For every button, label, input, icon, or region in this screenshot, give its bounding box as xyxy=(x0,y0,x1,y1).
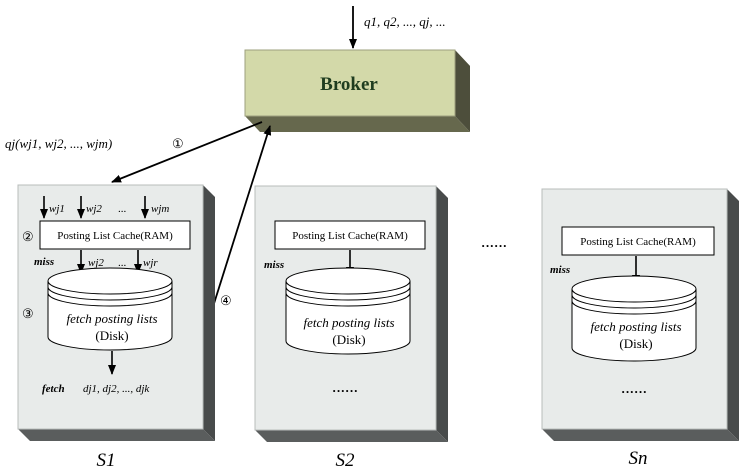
server-s1: wj1 wj2 ... wjm Posting List Cache(RAM) … xyxy=(17,184,215,441)
term-wjm: wjm xyxy=(151,203,169,215)
sn-cache-box xyxy=(561,226,715,256)
server-s2-name: S2 xyxy=(336,450,356,471)
miss-term-wj2: wj2 xyxy=(88,257,104,269)
s1-docs-label: dj1, dj2, ..., djk xyxy=(83,383,150,395)
s2-disk-label-2: (Disk) xyxy=(332,332,365,347)
query-dispatch-label: qj(wj1, wj2, ..., wjm) xyxy=(5,136,112,151)
sn-disk-label-1: fetch posting lists xyxy=(591,319,682,334)
step-1-marker: ① xyxy=(172,136,184,151)
between-servers-ellipsis: ······ xyxy=(481,238,507,253)
step-4-marker: ④ xyxy=(220,293,232,308)
term-wj1: wj1 xyxy=(49,203,65,215)
sn-disk-cylinder xyxy=(571,275,697,362)
term-wj2: wj2 xyxy=(86,203,102,215)
step-2-marker: ② xyxy=(22,229,34,244)
s1-fetch-label: fetch xyxy=(42,383,65,395)
server-s1-name: S1 xyxy=(97,450,116,471)
miss-term-wjr: wjr xyxy=(143,257,158,269)
s1-disk-cylinder xyxy=(47,267,173,351)
sn-ellipsis: ······ xyxy=(621,384,647,399)
broker-box: Broker xyxy=(244,49,470,132)
sn-miss-label: miss xyxy=(550,264,570,276)
s2-disk-label-1: fetch posting lists xyxy=(304,315,395,330)
query-stream-label: q1, q2, ..., qj, ... xyxy=(364,14,446,29)
sn-disk-label-2: (Disk) xyxy=(619,336,652,351)
broker-label: Broker xyxy=(320,74,378,95)
s2-ellipsis: ······ xyxy=(332,383,358,398)
s2-miss-label: miss xyxy=(264,259,284,271)
s1-disk-label-1: fetch posting lists xyxy=(67,311,158,326)
s2-disk-cylinder xyxy=(285,267,411,355)
s2-cache-label: Posting List Cache(RAM) xyxy=(292,230,408,242)
s1-cache-label: Posting List Cache(RAM) xyxy=(57,230,173,242)
miss-term-ellipsis: ... xyxy=(118,257,127,269)
sn-cache-label: Posting List Cache(RAM) xyxy=(580,236,696,248)
s1-disk-label-2: (Disk) xyxy=(95,328,128,343)
server-sn-name: Sn xyxy=(629,448,648,469)
term-ellipsis: ... xyxy=(118,203,127,215)
server-s2: Posting List Cache(RAM) miss fetch posti… xyxy=(254,185,448,442)
step-3-marker: ③ xyxy=(22,306,34,321)
s1-cache-box xyxy=(39,220,191,250)
dispatch-arrow xyxy=(111,121,263,183)
s2-cache-box xyxy=(274,220,426,250)
s1-miss-label: miss xyxy=(34,256,54,268)
server-sn: Posting List Cache(RAM) miss fetch posti… xyxy=(541,188,739,441)
